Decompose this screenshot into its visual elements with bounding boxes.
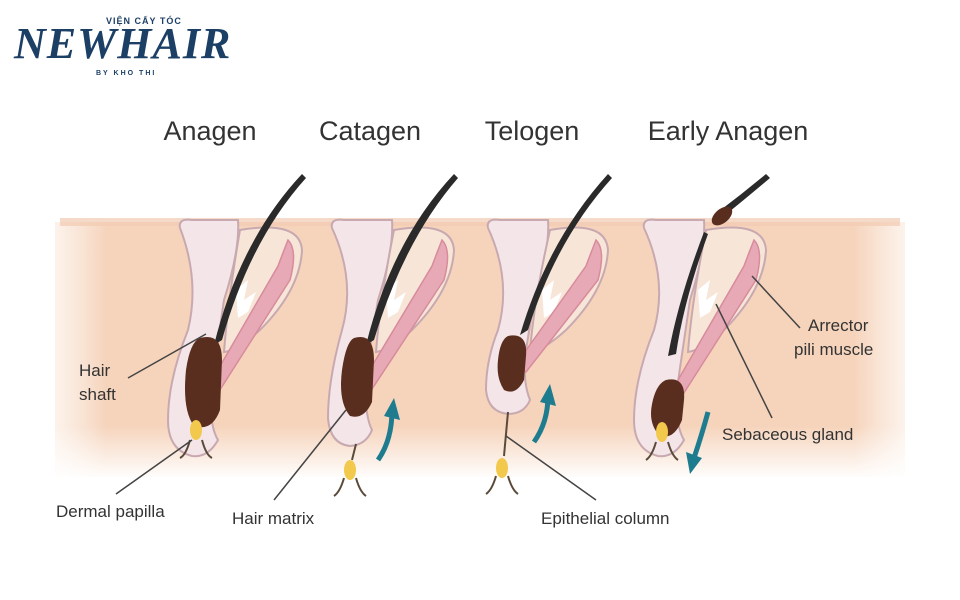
papilla-root	[333, 477, 367, 497]
label-arrector-line1: Arrector	[808, 316, 869, 335]
label-epithelial-column: Epithelial column	[541, 509, 670, 528]
stage-title-early-anagen: Early Anagen	[648, 116, 809, 146]
label-hair-matrix: Hair matrix	[232, 509, 315, 528]
dermal-papilla	[496, 458, 508, 478]
label-hair-shaft-line2: shaft	[79, 385, 116, 404]
leader-sebaceous	[715, 303, 773, 419]
leader-arrector	[751, 275, 801, 329]
label-sebaceous-gland: Sebaceous gland	[722, 425, 853, 444]
leader-epithelial-column	[505, 435, 597, 501]
logo-tagline-top: VIỆN CẤY TÓC	[106, 16, 182, 26]
hair-bulb	[341, 336, 374, 417]
leader-hair-matrix	[273, 409, 347, 501]
shedding-hair	[718, 174, 770, 216]
up-arrow-head	[384, 398, 400, 420]
hair-bulb	[185, 336, 222, 428]
stage-title-catagen: Catagen	[319, 116, 421, 146]
follicle-catagen	[326, 174, 458, 497]
follicle-early-anagen	[632, 174, 770, 474]
follicle-anagen	[166, 174, 306, 459]
papilla-root	[645, 441, 679, 461]
logo-tagline-bottom: BY KHO THI	[96, 70, 157, 77]
shedding-club	[711, 206, 733, 226]
leader-dermal-papilla	[115, 439, 193, 495]
papilla-root	[485, 475, 519, 495]
epidermis-line	[60, 218, 900, 226]
down-arrow-icon	[691, 411, 711, 459]
stage-title-telogen: Telogen	[485, 116, 580, 146]
leader-hair-shaft	[127, 333, 207, 379]
follicle-telogen	[484, 174, 612, 495]
up-arrow-head	[540, 384, 556, 406]
hair-club	[497, 335, 527, 392]
label-hair-shaft-line1: Hair	[79, 361, 111, 380]
label-arrector-line2: pili muscle	[794, 340, 873, 359]
brand-logo: VIỆN CẤY TÓC NEWHAIR BY KHO THI	[14, 10, 244, 80]
hair-shaft	[520, 174, 612, 335]
gland-highlight	[698, 280, 718, 318]
dermal-papilla	[344, 460, 356, 480]
logo-brand-name: NEWHAIR	[14, 19, 232, 68]
epithelial-column	[503, 411, 509, 457]
leader-lines	[115, 275, 801, 501]
label-dermal-papilla: Dermal papilla	[56, 502, 165, 521]
dermal-papilla	[190, 420, 202, 440]
epithelial-strand	[351, 443, 357, 461]
stage-title-anagen: Anagen	[163, 116, 256, 146]
gland-highlight	[542, 280, 562, 318]
new-hair-shaft	[668, 232, 708, 356]
hair-shaft	[214, 174, 306, 345]
hair-bulb	[651, 379, 685, 437]
gland-highlight	[236, 280, 256, 318]
dermal-papilla	[656, 422, 668, 442]
down-arrow-head	[686, 452, 702, 474]
hair-shaft	[366, 174, 458, 345]
